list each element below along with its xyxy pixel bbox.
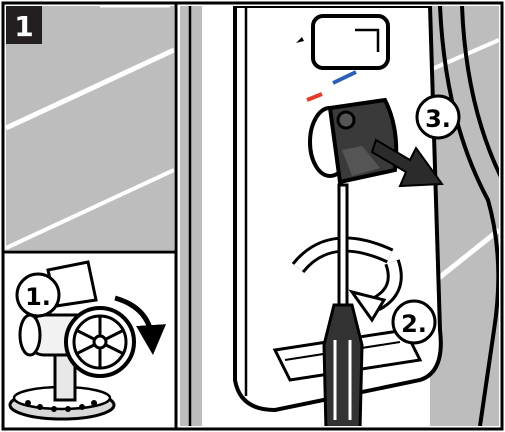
cartridge-knob xyxy=(310,100,396,182)
panel-number: 1 xyxy=(14,10,33,43)
step-3-label: 3. xyxy=(425,105,451,133)
step-2-marker: 2. xyxy=(393,301,435,343)
step-1-marker: 1. xyxy=(17,274,59,316)
step-2-label: 2. xyxy=(401,310,427,338)
main-shower-scene xyxy=(180,6,505,430)
panel-number-badge: 1 xyxy=(6,6,42,44)
step-1-label: 1. xyxy=(25,283,51,311)
step-3-marker: 3. xyxy=(417,96,459,138)
